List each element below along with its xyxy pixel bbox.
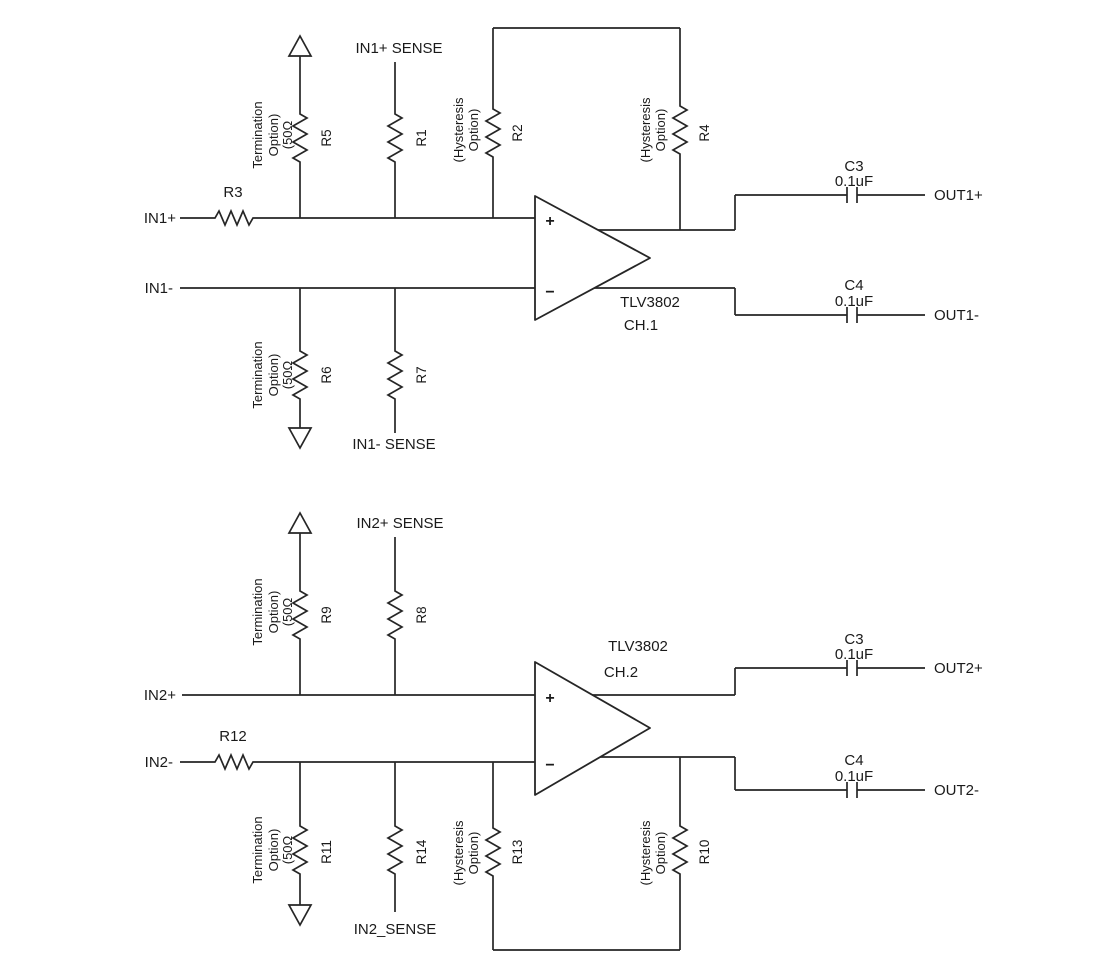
resistor-r10-symbol (672, 819, 688, 881)
resistor-label-r6: R6 (319, 366, 334, 383)
resistor-label-r4: R4 (697, 124, 712, 142)
ch1-plus-input-sign: + (545, 213, 554, 230)
resistor-r4-symbol (672, 99, 688, 161)
termination-option-label-line1: Termination (250, 101, 265, 168)
ch2-termination-arrow-down-icon (287, 904, 313, 927)
resistor-r5-symbol (292, 107, 308, 169)
ch2-channel-label: CH.2 (604, 664, 638, 681)
fifty-ohm-label: (50Ω (280, 120, 295, 149)
capacitor-c3-ch1-value: 0.1uF (835, 173, 873, 190)
capacitor-c4-ch2-value: 0.1uF (835, 768, 873, 785)
ch1-channel-label: CH.1 (624, 317, 658, 334)
resistor-r1-symbol (387, 107, 403, 169)
resistor-label-r7: R7 (414, 366, 429, 383)
resistor-r8-symbol (387, 584, 403, 646)
capacitor-c4-ch1-ref: C4 (844, 277, 863, 294)
ch1-termination-arrow-up-icon (287, 34, 313, 57)
hysteresis-option-label-line1: (Hysteresis (451, 97, 466, 163)
capacitor-c3-ch2-ref: C3 (844, 631, 863, 648)
ch2-output-pos-label: OUT2+ (934, 660, 983, 677)
capacitor-c4-ch1-value: 0.1uF (835, 293, 873, 310)
resistor-r6-symbol (292, 344, 308, 406)
fifty-ohm-label: (50Ω (280, 360, 295, 389)
capacitor-c4-ch2-symbol (846, 782, 858, 798)
ch1-output-neg-label: OUT1- (934, 307, 979, 324)
resistor-label-r5: R5 (319, 129, 334, 146)
ch1-output-wires (594, 194, 925, 316)
termination-option-label-line2: Option) (266, 829, 281, 872)
capacitor-c3-ch2-value: 0.1uF (835, 646, 873, 663)
resistor-label-r11: R11 (319, 840, 334, 864)
resistor-label-r12: R12 (219, 728, 247, 745)
ch2-hysteresis-wires (492, 757, 681, 951)
capacitor-c3-ch1-ref: C3 (844, 158, 863, 175)
resistor-r3-symbol (209, 210, 259, 226)
ch2-plus-input-sign: + (545, 690, 554, 707)
hysteresis-option-label-line2: Option) (653, 832, 668, 875)
capacitor-c3-ch1-symbol (846, 187, 858, 203)
ch1-device-label: TLV3802 (620, 294, 680, 311)
ch1-output-pos-label: OUT1+ (934, 187, 983, 204)
resistor-label-r10: R10 (697, 840, 712, 865)
resistor-label-r2: R2 (510, 124, 525, 141)
capacitor-c4-ch2-ref: C4 (844, 752, 863, 769)
ch2-input-neg-label: IN2- (145, 754, 173, 771)
ch1-input-pos-label: IN1+ (144, 210, 176, 227)
ch1-sense-pos-label: IN1+ SENSE (355, 40, 442, 57)
hysteresis-option-label-line1: (Hysteresis (638, 820, 653, 886)
ch2-minus-input-sign: − (545, 757, 554, 774)
ch2-sense-neg-label: IN2_SENSE (354, 921, 437, 938)
resistor-r7-symbol (387, 344, 403, 406)
capacitor-c3-ch2-symbol (846, 660, 858, 676)
resistor-r11-symbol (292, 819, 308, 881)
resistor-r9-symbol (292, 584, 308, 646)
ch2-input-wires (180, 533, 535, 912)
hysteresis-option-label-line2: Option) (466, 109, 481, 152)
resistor-r14-symbol (387, 819, 403, 881)
ch1-sense-neg-label: IN1- SENSE (352, 436, 435, 453)
fifty-ohm-label: (50Ω (280, 597, 295, 626)
termination-option-label-line2: Option) (266, 354, 281, 397)
ch2-comparator-symbol (534, 661, 651, 796)
hysteresis-option-label-line2: Option) (653, 109, 668, 152)
ch2-output-neg-label: OUT2- (934, 782, 979, 799)
ch2-output-wires (592, 667, 925, 791)
capacitor-c4-ch1-symbol (846, 307, 858, 323)
termination-option-label-line1: Termination (250, 578, 265, 645)
ch2-device-label: TLV3802 (608, 638, 668, 655)
ch1-input-wires (180, 56, 535, 433)
resistor-r2-symbol (485, 102, 501, 164)
ch1-input-neg-label: IN1- (145, 280, 173, 297)
hysteresis-option-label-line1: (Hysteresis (638, 97, 653, 163)
termination-option-label-line1: Termination (250, 341, 265, 408)
ch1-termination-arrow-down-icon (287, 427, 313, 450)
resistor-r13-symbol (485, 821, 501, 883)
ch1-hysteresis-wires (492, 27, 681, 230)
resistor-label-r3: R3 (223, 184, 242, 201)
hysteresis-option-label-line1: (Hysteresis (451, 820, 466, 886)
resistor-label-r1: R1 (414, 129, 429, 146)
termination-option-label-line1: Termination (250, 816, 265, 883)
resistor-label-r8: R8 (414, 606, 429, 623)
resistor-r12-symbol (209, 754, 259, 770)
termination-option-label-line2: Option) (266, 114, 281, 157)
fifty-ohm-label: (50Ω (280, 835, 295, 864)
channel1-circuit: IN1+ SENSE IN1+ IN1- R3 Termination Opti… (144, 27, 983, 453)
ch2-sense-pos-label: IN2+ SENSE (356, 515, 443, 532)
resistor-label-r9: R9 (319, 606, 334, 623)
channel2-circuit: IN2+ SENSE IN2+ IN2- R12 Termination Opt… (144, 511, 983, 951)
resistor-label-r14: R14 (414, 839, 429, 864)
resistor-label-r13: R13 (510, 840, 525, 865)
ch2-input-pos-label: IN2+ (144, 687, 176, 704)
ch2-termination-arrow-up-icon (287, 511, 313, 534)
hysteresis-option-label-line2: Option) (466, 832, 481, 875)
ch1-comparator-symbol (534, 195, 651, 321)
termination-option-label-line2: Option) (266, 591, 281, 634)
ch1-minus-input-sign: − (545, 284, 554, 301)
